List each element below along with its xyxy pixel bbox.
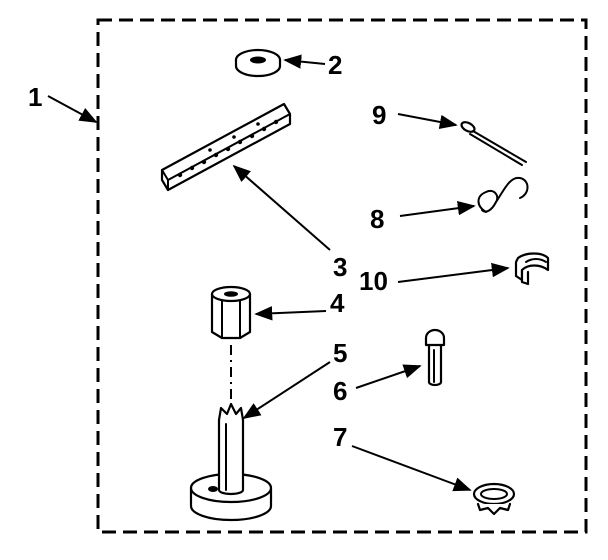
leader-1 bbox=[47, 95, 98, 123]
bracket-part bbox=[160, 102, 292, 192]
leader-6 bbox=[355, 364, 422, 389]
leader-8 bbox=[399, 201, 476, 217]
nut-part bbox=[210, 285, 252, 340]
spring-clip-part bbox=[477, 176, 529, 213]
clamp-part bbox=[472, 482, 516, 516]
leader-7 bbox=[351, 445, 472, 492]
callout-3: 3 bbox=[333, 252, 347, 282]
leader-9 bbox=[397, 113, 458, 130]
leader-4 bbox=[254, 306, 327, 321]
callout-8: 8 bbox=[370, 204, 384, 234]
leader-10 bbox=[397, 262, 510, 283]
u-clip-part bbox=[514, 252, 550, 286]
leader-5 bbox=[242, 361, 331, 419]
callout-1: 1 bbox=[28, 82, 42, 112]
bolt-part bbox=[424, 328, 446, 387]
callout-9: 9 bbox=[372, 100, 386, 130]
leveling-leg-part bbox=[189, 402, 273, 522]
kit-boundary bbox=[96, 18, 588, 534]
leader-3 bbox=[232, 164, 331, 251]
callout-7: 7 bbox=[333, 422, 347, 452]
callout-2: 2 bbox=[328, 50, 342, 80]
washer-part bbox=[234, 48, 282, 78]
callout-5: 5 bbox=[333, 338, 347, 368]
cotter-pin-part bbox=[460, 121, 527, 166]
callout-6: 6 bbox=[333, 376, 347, 406]
leader-2 bbox=[283, 54, 326, 69]
callout-10: 10 bbox=[359, 266, 388, 296]
callout-4: 4 bbox=[330, 288, 345, 318]
